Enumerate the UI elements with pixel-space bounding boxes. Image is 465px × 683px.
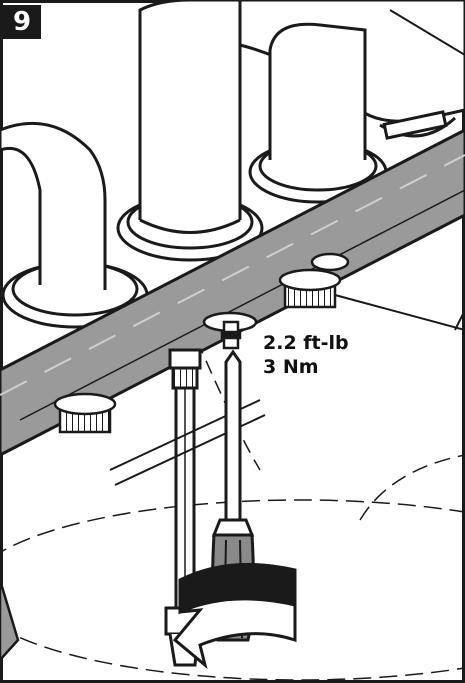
countertop (0, 128, 465, 457)
bracket-line (334, 294, 465, 331)
bracket-tip (454, 309, 465, 331)
center-column (116, 0, 264, 262)
right-handle (248, 22, 388, 204)
left-edge-wedge (0, 579, 20, 662)
left-handle (0, 121, 149, 329)
torque-imperial: 2.2 ft-lb (263, 332, 349, 354)
torque-metric: 3 Nm (263, 356, 319, 378)
supply-hose (164, 348, 204, 667)
threaded-shanks (53, 252, 350, 434)
step-number-badge: 9 (3, 5, 41, 39)
dashed-basin-curve (359, 454, 465, 521)
mounting-nut (202, 311, 258, 350)
dashed-mounting-ring (0, 499, 465, 681)
rotation-arrow (172, 562, 297, 670)
torque-spec-label: 2.2 ft-lb 3 Nm (263, 331, 349, 379)
